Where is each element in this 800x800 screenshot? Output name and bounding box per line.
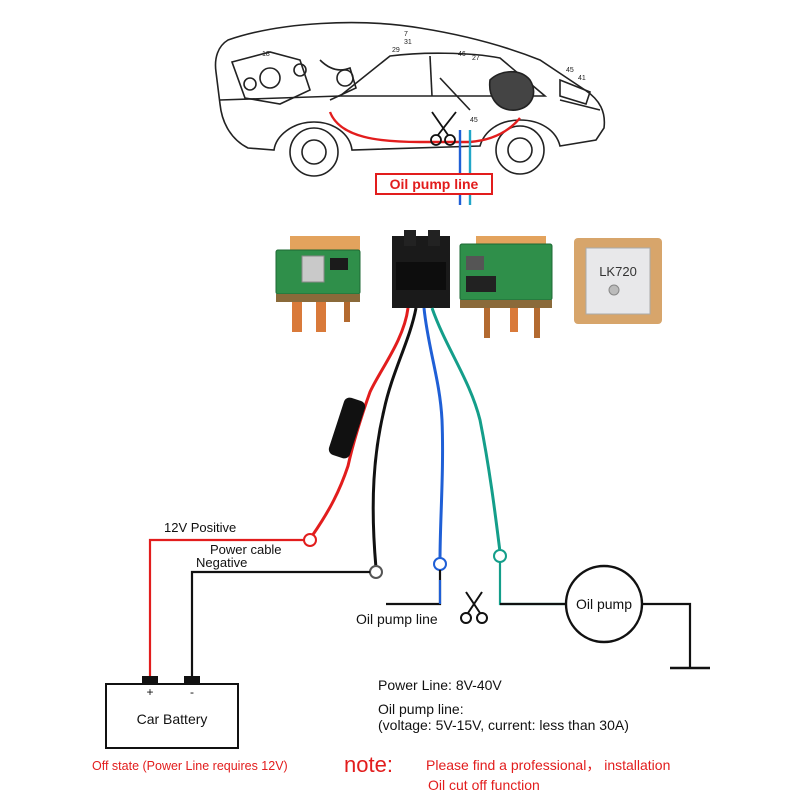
ground-line [642, 602, 692, 668]
cut-scissors-icon [460, 591, 488, 624]
oil-pump-label: Oil pump [576, 596, 632, 612]
fuse-holder [328, 397, 366, 459]
spec-oil-line-title: Oil pump line: [378, 701, 464, 717]
negative-label: Negative [196, 555, 247, 570]
svg-text:27: 27 [472, 55, 480, 62]
pcb-board-sim [275, 236, 361, 332]
car-part-numbers: 731 29 46 27 45 41 45 18 [262, 31, 586, 124]
svg-text:46: 46 [458, 51, 466, 58]
car-battery: + - Car Battery [105, 676, 239, 749]
terminal-blue [433, 557, 447, 571]
spec-oil-line-detail: (voltage: 5V-15V, current: less than 30A… [378, 717, 629, 733]
terminal-green [493, 549, 507, 563]
svg-text:45: 45 [566, 67, 574, 74]
relay-housing [392, 230, 450, 308]
svg-text:29: 29 [392, 47, 400, 54]
note-line-2: Oil cut off function [428, 777, 540, 793]
gps-antenna: LK720 [574, 238, 662, 324]
svg-text:31: 31 [404, 39, 412, 46]
negative-line [190, 570, 370, 680]
svg-text:18: 18 [262, 51, 270, 58]
oil-pump-line-banner-label: Oil pump line [390, 176, 479, 192]
oil-pump-line-banner: Oil pump line [375, 173, 493, 195]
blue-wire [422, 307, 445, 561]
terminal-negative [369, 565, 383, 579]
black-wire [371, 307, 418, 569]
oil-pump-line-label: Oil pump line [356, 611, 438, 627]
oil-pump-line-right [498, 562, 568, 606]
oil-pump-line-left [386, 570, 442, 606]
power-cable-label: Power cable [210, 542, 282, 557]
car-red-wire [328, 111, 521, 144]
car-illustration [214, 21, 606, 177]
spec-power-line: Power Line: 8V-40V [378, 677, 502, 693]
terminal-positive [303, 533, 317, 547]
svg-text:41: 41 [578, 75, 586, 82]
battery-label: Car Battery [137, 711, 208, 727]
pcb-board-gps [459, 236, 553, 338]
svg-text:45: 45 [470, 117, 478, 124]
note-line-1: Please find a professional， installation [426, 757, 670, 773]
green-wire [430, 307, 502, 553]
off-state-text: Off state (Power Line requires 12V) [92, 759, 288, 773]
note-label: note: [344, 752, 393, 777]
car-scissors-icon [430, 111, 457, 146]
gps-antenna-label: LK720 [599, 264, 637, 279]
svg-text:7: 7 [404, 31, 408, 38]
positive-label: 12V Positive [164, 520, 236, 535]
battery-plus-label: + [146, 685, 153, 699]
battery-minus-label: - [190, 685, 194, 699]
positive-line [148, 538, 304, 680]
